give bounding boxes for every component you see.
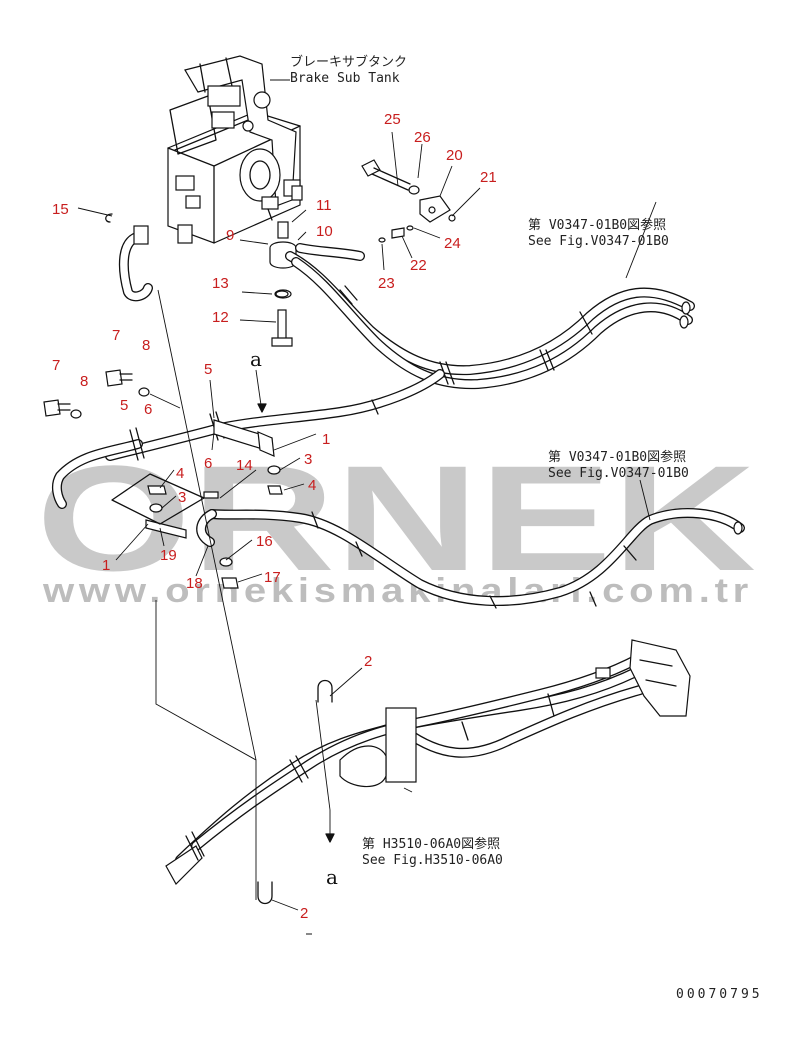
tank-label-en: Brake Sub Tank xyxy=(290,71,400,86)
callout-3a: 3 xyxy=(304,451,312,468)
callout-1a: 1 xyxy=(322,431,330,448)
u-bolts-2 xyxy=(257,679,333,905)
callout-26: 26 xyxy=(414,129,431,146)
callout-3b: 3 xyxy=(178,489,186,506)
callout-5b: 5 xyxy=(120,397,128,414)
callout-12: 12 xyxy=(212,309,229,326)
callout-4b: 4 xyxy=(176,465,184,482)
ref1-jp: 第 V0347-01B0図参照 xyxy=(528,217,666,233)
connector-lines xyxy=(149,289,257,900)
fitting-cluster xyxy=(269,221,297,347)
callout-16: 16 xyxy=(256,533,273,550)
callout-leaders xyxy=(77,131,657,911)
ref2-en: See Fig.V0347-01B0 xyxy=(548,466,689,481)
callout-numbers: 25 26 20 21 24 22 23 11 10 9 15 13 12 7 … xyxy=(52,111,497,922)
callout-25: 25 xyxy=(384,111,401,128)
callout-23: 23 xyxy=(378,275,395,292)
callout-24: 24 xyxy=(444,235,461,252)
callout-14: 14 xyxy=(236,457,253,474)
bolt-12-washer-13 xyxy=(275,290,289,298)
callout-13: 13 xyxy=(212,275,229,292)
callout-18: 18 xyxy=(186,575,203,592)
callout-9: 9 xyxy=(226,227,234,244)
watermark-url: www.ornekismakinalari.com.tr xyxy=(42,572,753,610)
view-a-markers xyxy=(255,369,335,843)
upper-hose-bundle xyxy=(285,243,695,390)
callout-8a: 8 xyxy=(142,337,150,354)
callout-7a: 7 xyxy=(112,327,120,344)
callout-4a: 4 xyxy=(308,477,316,494)
callout-1b: 1 xyxy=(102,557,110,574)
callout-21: 21 xyxy=(480,169,497,186)
bolt-25-block-20 xyxy=(361,159,456,243)
tank-label-jp: ブレーキサブタンク xyxy=(290,54,407,70)
callout-8b: 8 xyxy=(80,373,88,390)
callout-19: 19 xyxy=(160,547,177,564)
ref3-en: See Fig.H3510-06A0 xyxy=(362,853,503,868)
callout-11: 11 xyxy=(316,197,332,214)
callout-7b: 7 xyxy=(52,357,60,374)
callout-22: 22 xyxy=(410,257,427,274)
bolts-7-8 xyxy=(43,369,150,419)
brake-sub-tank xyxy=(167,55,303,244)
callout-17: 17 xyxy=(264,569,281,586)
bottom-frame-assembly xyxy=(165,639,691,885)
callout-2b: 2 xyxy=(300,905,308,922)
ref2-jp: 第 V0347-01B0図参照 xyxy=(548,449,686,465)
callout-6a: 6 xyxy=(144,401,152,418)
callout-6b: 6 xyxy=(204,455,212,472)
view-a-bottom: a xyxy=(326,865,338,889)
callout-2a: 2 xyxy=(364,653,372,670)
ref3-jp: 第 H3510-06A0図参照 xyxy=(362,836,500,852)
drawing-code: 00070795 xyxy=(676,987,763,1002)
hose-15 xyxy=(105,213,153,302)
callout-20: 20 xyxy=(446,147,463,164)
ref1-en: See Fig.V0347-01B0 xyxy=(528,234,669,249)
view-a-top: a xyxy=(250,347,262,371)
callout-10: 10 xyxy=(316,223,333,240)
bracket-upper xyxy=(213,419,283,495)
callout-5a: 5 xyxy=(204,361,212,378)
callout-15: 15 xyxy=(52,201,69,218)
